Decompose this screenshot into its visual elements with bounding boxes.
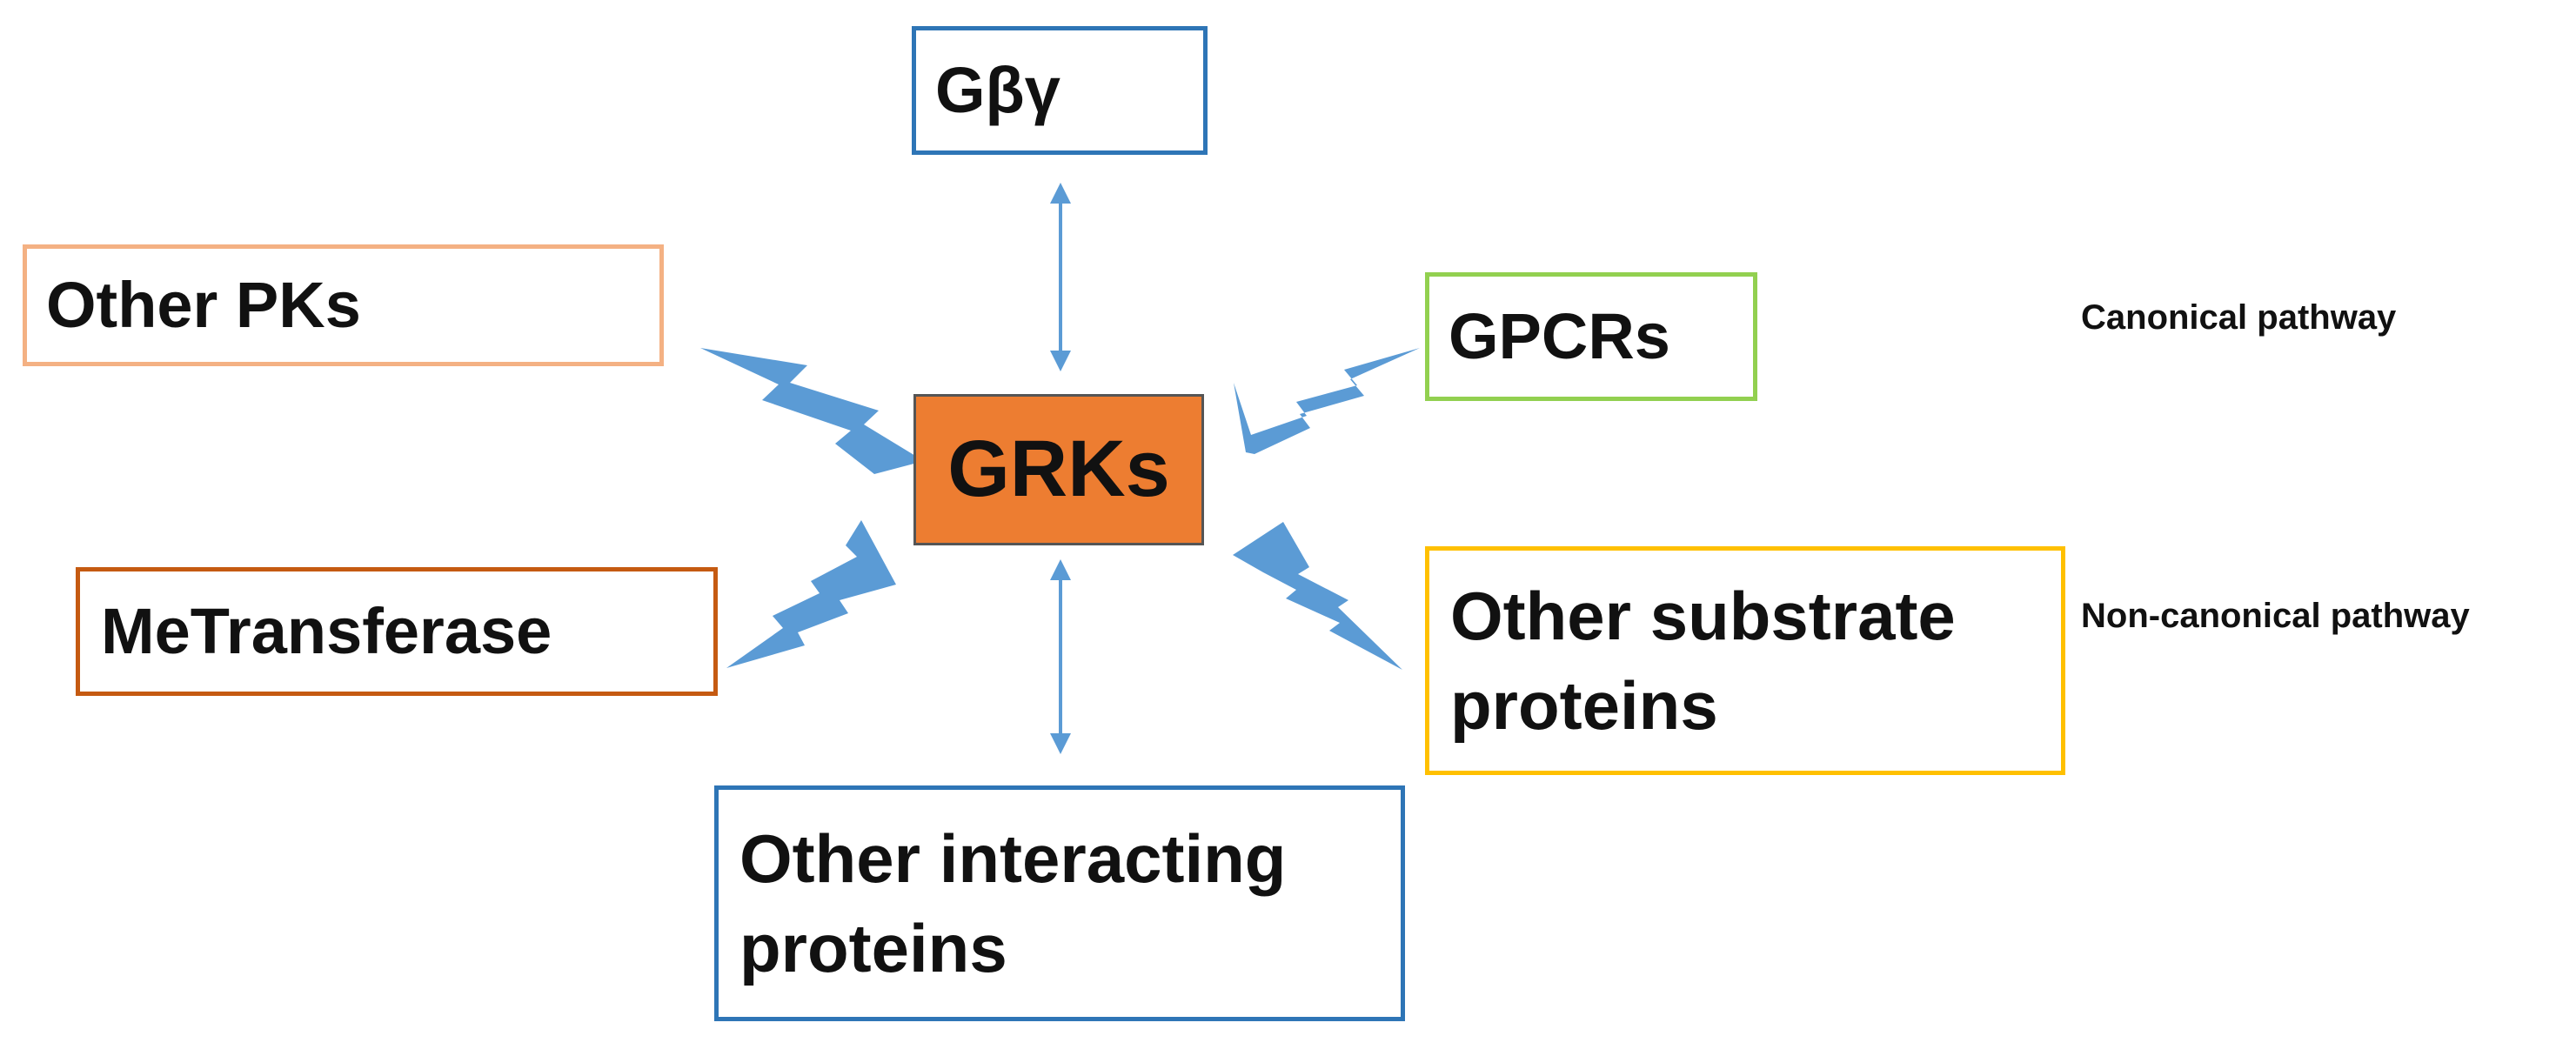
node-other-interacting-proteins: Other interacting proteins (714, 785, 1405, 1021)
node-grks-center: GRKs (913, 394, 1204, 545)
node-other-substrate-line1: Other substrate (1450, 577, 1956, 654)
node-gbg: Gβγ (912, 26, 1208, 155)
node-other-interacting-text: Other interacting proteins (739, 814, 1286, 993)
node-other-interacting-line2: proteins (739, 909, 1007, 986)
node-metransferase: MeTransferase (76, 567, 718, 696)
node-gpcrs: GPCRs (1425, 272, 1757, 401)
lightning-bolt-metransferase (726, 520, 896, 668)
lightning-bolt-substrate (1233, 522, 1402, 670)
node-other-pks: Other PKs (23, 244, 664, 366)
node-other-substrate-proteins: Other substrate proteins (1425, 546, 2065, 775)
node-other-interacting-line1: Other interacting (739, 819, 1287, 897)
legend-non-canonical-pathway: Non-canonical pathway (2081, 597, 2470, 635)
node-other-substrate-line2: proteins (1450, 666, 1718, 744)
node-gbg-label: Gβγ (935, 54, 1061, 127)
node-gpcrs-label: GPCRs (1449, 300, 1670, 373)
lightning-bolt-otherpks (700, 348, 924, 474)
node-metransferase-label: MeTransferase (101, 595, 552, 668)
legend-canonical-pathway: Canonical pathway (2081, 298, 2397, 337)
node-grks-label: GRKs (947, 424, 1170, 514)
node-other-substrate-text: Other substrate proteins (1450, 571, 1956, 751)
node-other-pks-label: Other PKs (46, 269, 361, 342)
lightning-bolt-gpcrs (1234, 348, 1420, 454)
